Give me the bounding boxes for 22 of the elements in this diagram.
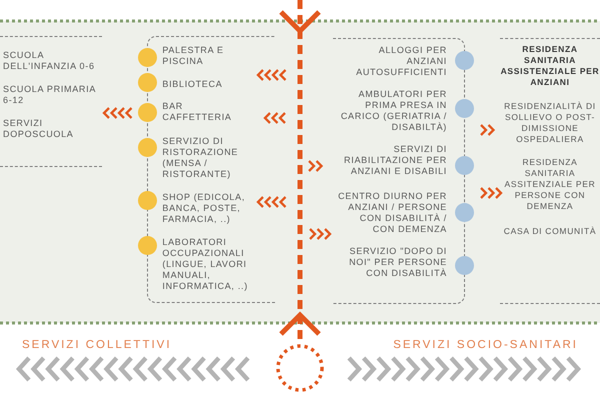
group-frame — [500, 38, 600, 304]
service-label: CENTRO DIURNO PER ANZIANI / PERSONE CON DISABILITÀ / CON DEMENZA — [335, 191, 447, 236]
service-label: CASA DI COMUNITÀ — [500, 226, 600, 238]
service-label: SERVIZIO "DOPO DI NOI" PER PERSONE CON DISABILITÀ — [335, 246, 447, 280]
category-label: SERVIZI COLLETTIVI — [22, 338, 172, 352]
service-label: RESIDENZIALITÀ DI SOLLIEVO O POST-DIMISSIONE OSPEDALIERA — [500, 101, 600, 146]
service-label: SHOP (EDICOLA, BANCA, POSTE, FARMACIA, ..) — [162, 192, 252, 226]
service-label: SERVIZI DI RIABILITAZIONE PER ANZIANI E DISABILI — [335, 144, 447, 178]
service-label: SERVIZI DOPOSCUOLA — [3, 118, 102, 140]
category-label: SERVIZI SOCIO-SANITARI — [393, 338, 578, 352]
service-label: ALLOGGI PER ANZIANI AUTOSUFFICIENTI — [337, 45, 447, 78]
service-label: BAR CAFFETTERIA — [162, 101, 252, 124]
group-frame — [0, 36, 102, 167]
service-label: PALESTRA E PISCINA — [162, 45, 252, 68]
service-label: BIBLIOTECA — [162, 79, 252, 90]
service-label: RESIDENZA SANITARIA ASSISTENZIALE PER ANZIANI — [500, 44, 600, 88]
service-label: RESIDENZA SANITARIA ASSITENZIALE PER PERSONE CON DEMENZA — [500, 157, 600, 212]
service-label: AMBULATORI PER PRIMA PRESA IN CARICO (GERIATRIA / DISABILTÀ) — [335, 89, 447, 134]
service-label: SERVIZIO DI RISTORAZIONE (MENSA / RISTORANTE) — [162, 136, 252, 180]
service-label: SCUOLA PRIMARIA 6-12 — [3, 84, 102, 106]
service-label: LABORATORI OCCUPAZIONALI (LINGUE, LAVORI MANUALI, INFORMATICA, ..) — [162, 237, 252, 292]
service-label: SCUOLA DELL'INFANZIA 0-6 — [3, 50, 102, 72]
